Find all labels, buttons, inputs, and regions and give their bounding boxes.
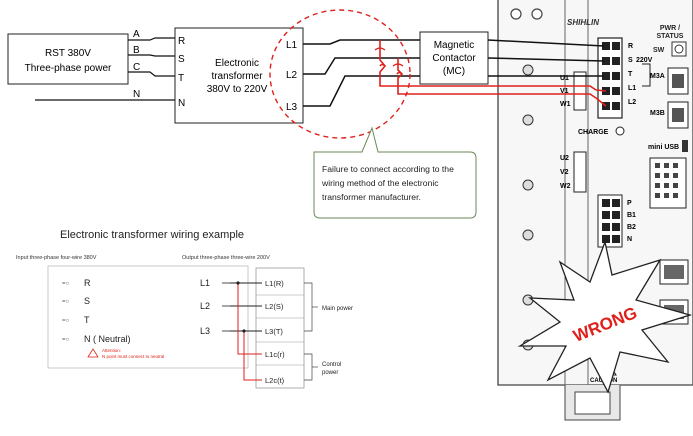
attention-line1: Attention: bbox=[102, 348, 121, 353]
source-line2: Three-phase power bbox=[25, 63, 112, 74]
mc-line3: (MC) bbox=[443, 66, 465, 77]
power-source-box bbox=[7, 33, 129, 85]
ex-in-s: S bbox=[84, 296, 90, 306]
ex-in-r: R bbox=[84, 278, 91, 288]
usb-port-icon bbox=[682, 140, 688, 152]
input-caption: Input three-phase four-wire 380V bbox=[16, 255, 97, 261]
example-output-block bbox=[255, 267, 305, 389]
control-power-line1: Control bbox=[322, 362, 341, 368]
term-r: R bbox=[628, 43, 633, 50]
sw-knob-icon bbox=[674, 44, 684, 54]
ex-out-l1c: L1c(r) bbox=[265, 350, 285, 359]
ex-mid-l2: L2 bbox=[200, 301, 210, 311]
term-b1: B1 bbox=[627, 212, 636, 219]
phase-n: N bbox=[133, 89, 140, 100]
main-power-label: Main power bbox=[322, 306, 353, 312]
xfmr-out-l2: L2 bbox=[286, 70, 298, 81]
uvw1-block bbox=[573, 71, 587, 111]
uvw2-block bbox=[573, 151, 587, 193]
voltage-label: 220V bbox=[636, 57, 653, 64]
xfmr-line1: Electronic bbox=[215, 58, 259, 69]
phase-b: B bbox=[133, 45, 140, 56]
ex-out-l3: L3(T) bbox=[265, 327, 283, 336]
term-l2: L2 bbox=[628, 99, 636, 106]
source-line1: RST 380V bbox=[45, 48, 91, 59]
control-wires-red bbox=[379, 40, 597, 99]
pwr-label: PWR / bbox=[660, 25, 680, 32]
xfmr-out-l3: L3 bbox=[286, 102, 298, 113]
term-u2: U2 bbox=[560, 155, 569, 162]
term-b2: B2 bbox=[627, 224, 636, 231]
xfmr-in-r: R bbox=[178, 36, 185, 47]
callout-line1: Failure to connect according to the bbox=[322, 164, 454, 174]
magnetic-contactor-box bbox=[419, 31, 489, 85]
xfmr-in-n: N bbox=[178, 98, 185, 109]
status-label: STATUS bbox=[657, 33, 684, 40]
ex-out-l1: L1(R) bbox=[265, 279, 284, 288]
term-v2: V2 bbox=[560, 169, 569, 176]
drive-brand: SHIHLIN bbox=[567, 18, 599, 27]
term-l1: L1 bbox=[628, 85, 636, 92]
mc-line2: Contactor bbox=[432, 53, 476, 64]
ex-out-l2: L2(S) bbox=[265, 302, 284, 311]
xfmr-line3: 380V to 220V bbox=[207, 84, 268, 95]
control-power-line2: power bbox=[322, 370, 338, 376]
ex-in-t: T bbox=[84, 315, 90, 325]
failure-callout bbox=[313, 126, 477, 219]
output-caption: Output three-phase three-wire 200V bbox=[182, 255, 270, 261]
main-wires bbox=[303, 39, 420, 107]
attention-line2: N point must connect to neutral bbox=[102, 354, 164, 359]
ex-in-n: N ( Neutral) bbox=[84, 334, 131, 344]
fault-highlight-circle bbox=[269, 9, 411, 139]
phase-c: C bbox=[133, 62, 140, 73]
example-title: Electronic transformer wiring example bbox=[60, 229, 244, 241]
mc-line1: Magnetic bbox=[434, 40, 475, 51]
wrong-burst bbox=[517, 239, 693, 394]
ex-mid-l3: L3 bbox=[200, 326, 210, 336]
mini-usb-label: mini USB bbox=[648, 144, 679, 151]
m3a-label: M3A bbox=[650, 73, 665, 80]
term-v1: V1 bbox=[560, 88, 569, 95]
ex-mid-l1: L1 bbox=[200, 278, 210, 288]
attention-icon bbox=[87, 348, 99, 358]
example-transformer-box bbox=[47, 265, 249, 369]
term-s: S bbox=[628, 57, 633, 64]
xfmr-line2: transformer bbox=[211, 71, 263, 82]
svg-text:=○: =○ bbox=[62, 318, 70, 324]
charge-label: CHARGE bbox=[578, 129, 609, 136]
xfmr-in-s: S bbox=[178, 54, 185, 65]
ex-out-l2c: L2c(t) bbox=[265, 376, 285, 385]
electronic-transformer-box bbox=[174, 27, 304, 124]
term-p: P bbox=[627, 200, 632, 207]
term-u1: U1 bbox=[560, 75, 569, 82]
term-t: T bbox=[628, 71, 633, 78]
xfmr-in-t: T bbox=[178, 73, 184, 84]
callout-line2: wiring method of the electronic bbox=[321, 178, 439, 188]
term-w2: W2 bbox=[560, 183, 571, 190]
svg-text:=○: =○ bbox=[62, 299, 70, 305]
callout-line3: transformer manufacturer. bbox=[322, 192, 421, 202]
term-n: N bbox=[627, 236, 632, 243]
phase-a: A bbox=[133, 29, 140, 40]
svg-text:=○: =○ bbox=[62, 337, 70, 343]
term-w1: W1 bbox=[560, 101, 571, 108]
m3b-label: M3B bbox=[650, 110, 665, 117]
xfmr-out-l1: L1 bbox=[286, 40, 298, 51]
servo-drive: SHIHLIN PWR / STATUS SW R S 220V T L1 L2… bbox=[497, 0, 693, 421]
sw-label: SW bbox=[653, 47, 665, 54]
svg-text:=○: =○ bbox=[62, 281, 70, 287]
charge-led-icon bbox=[615, 126, 625, 136]
